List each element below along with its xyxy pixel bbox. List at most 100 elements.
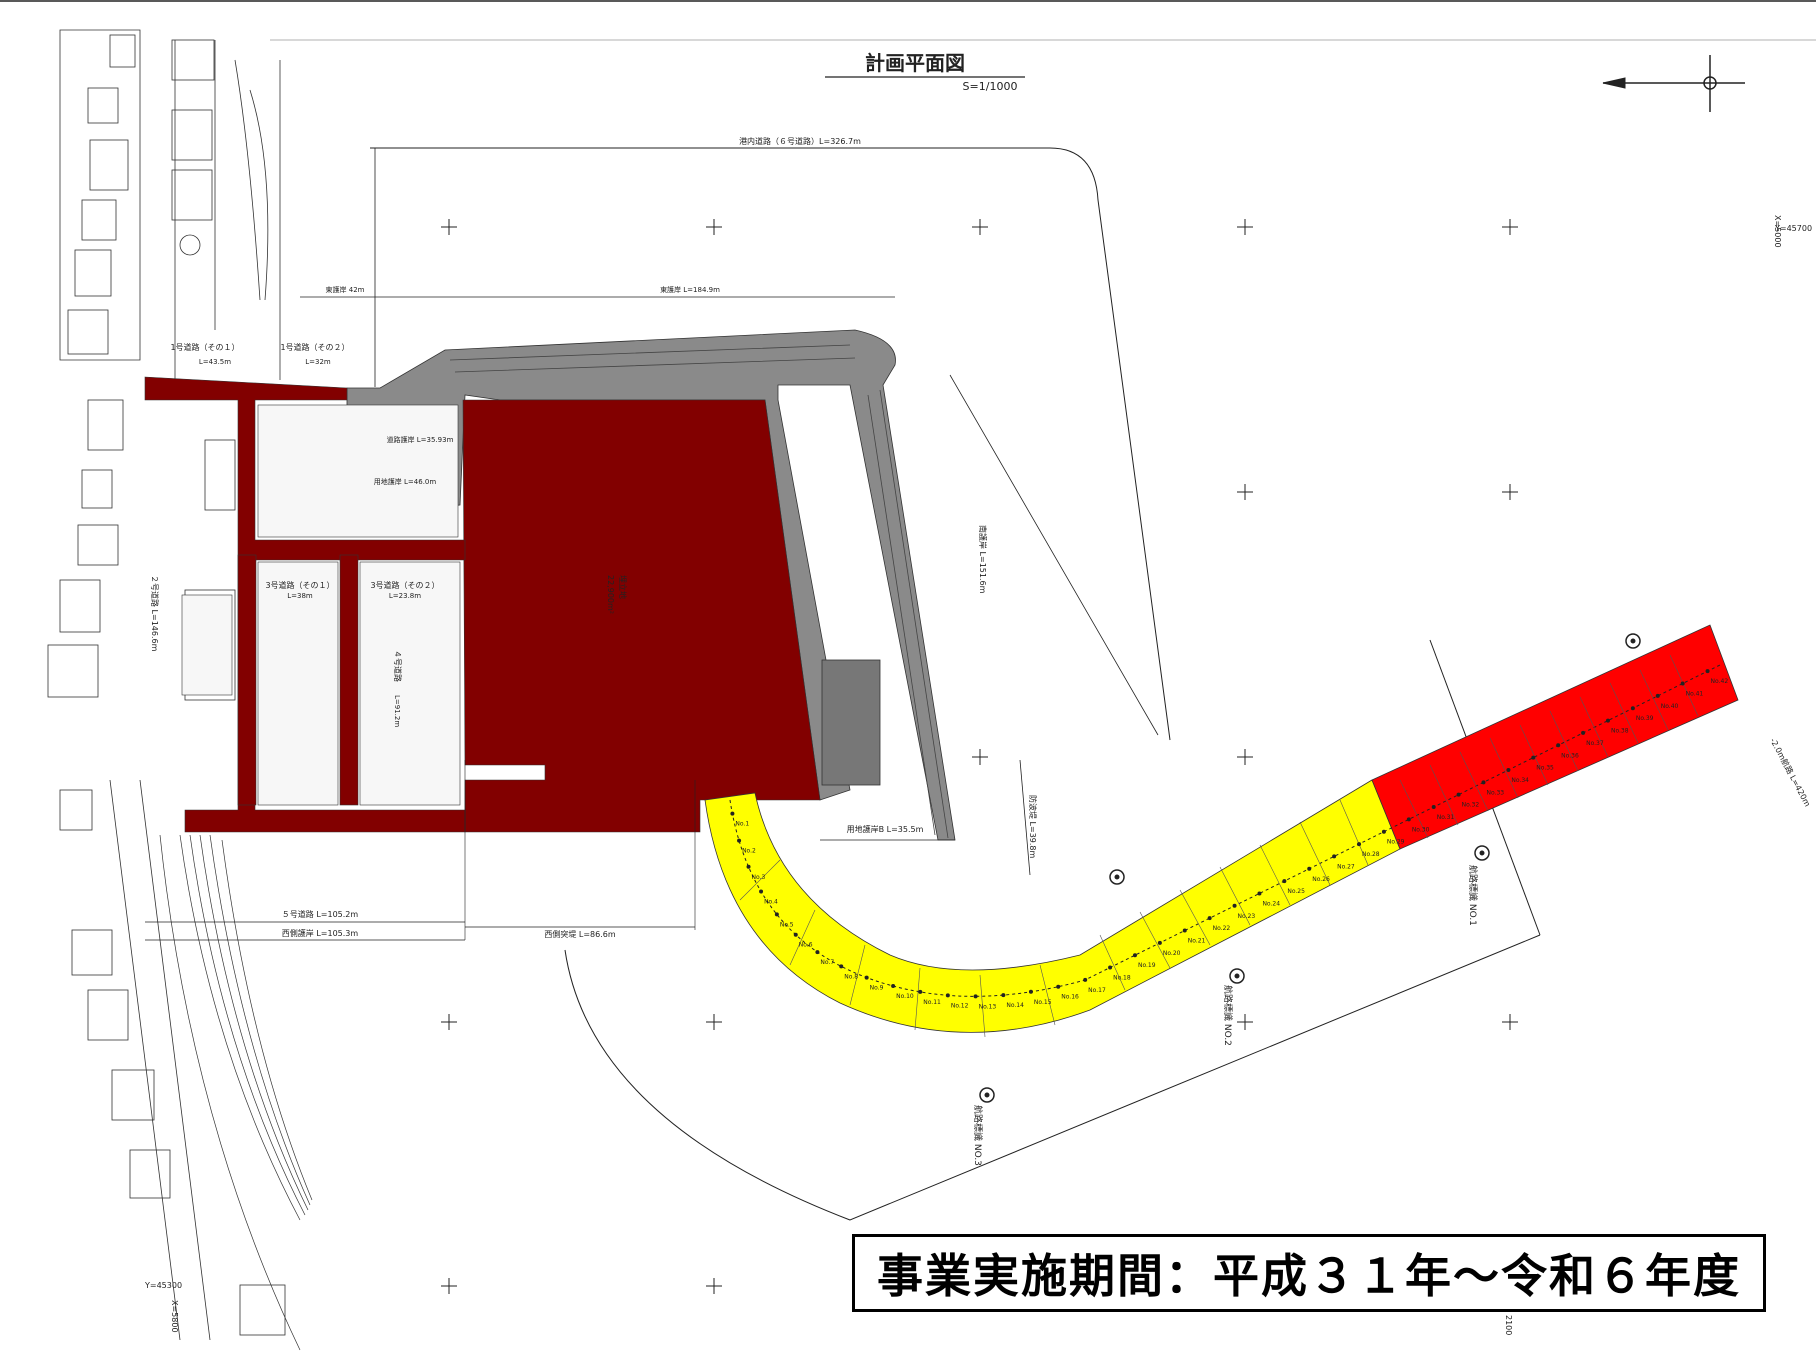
station-marker [1132, 953, 1137, 958]
dim-land-seawall-46: 用地護岸 L=46.0m [374, 477, 437, 486]
station-label: No.40 [1661, 703, 1679, 710]
station-label: No.20 [1163, 950, 1181, 957]
station-label: No.2 [742, 848, 756, 855]
channel-stations: No.1No.2No.3No.4No.5No.6No.7No.8No.9No.1… [730, 669, 1729, 1010]
reclaimed-label: 埋立地 [618, 575, 628, 599]
dim-east-seawall: 東護岸 L=184.9m [660, 285, 720, 294]
dim-road1-a: 1号道路（その１） [170, 342, 239, 352]
station-label: No.3 [752, 874, 766, 881]
dim-road3b: 3号道路（その２） [370, 580, 439, 590]
station-label: No.6 [799, 942, 813, 949]
station-marker [1406, 817, 1411, 822]
buoy-label-3: 航路標識 NO.3 [972, 1105, 984, 1166]
station-marker [774, 912, 779, 917]
channel-yellow [704, 779, 1401, 1033]
dim-road1-a-len: L=43.5m [199, 358, 231, 366]
station-label: No.14 [1006, 1002, 1024, 1009]
station-label: No.19 [1138, 962, 1156, 969]
dim-west-seawall: 西側護岸 L=105.3m [282, 928, 359, 938]
station-marker [1481, 780, 1486, 785]
station-marker [746, 864, 751, 869]
buoy-label-1: 航路標識 NO.1 [1467, 865, 1479, 926]
north-arrow-icon [1602, 55, 1745, 112]
station-marker [1332, 854, 1337, 859]
station-label: No.27 [1337, 863, 1355, 870]
station-label: No.38 [1611, 728, 1629, 735]
station-label: No.35 [1536, 765, 1554, 772]
dim-harbor-road: 港内道路（６号道路）L=326.7m [739, 136, 861, 146]
station-label: No.21 [1188, 938, 1206, 945]
station-marker [737, 838, 742, 843]
west-seawall-curves [159, 834, 313, 1351]
station-label: No.39 [1636, 715, 1654, 722]
station-marker [1307, 866, 1312, 871]
station-marker [1655, 693, 1660, 698]
station-marker [1381, 829, 1386, 834]
station-label: No.31 [1437, 814, 1455, 821]
station-marker [1357, 842, 1362, 847]
dim-road5: ５号道路 L=105.2m [282, 909, 359, 919]
station-label: No.26 [1312, 876, 1330, 883]
station-marker [839, 964, 844, 969]
coord-x-bottom: X=5800 [170, 1300, 179, 1333]
station-label: No.42 [1711, 678, 1729, 685]
station-label: No.16 [1061, 994, 1079, 1001]
coord-y-top: Y=45700 [1774, 224, 1812, 233]
dim-road-seawall: 道路護岸 L=35.93m [387, 435, 454, 444]
station-label: No.24 [1262, 900, 1280, 907]
dim-road3: 3号道路（その１） [265, 580, 334, 590]
dim-road4: ４号道路 [393, 650, 403, 682]
station-marker [973, 994, 978, 999]
station-label: No.29 [1387, 839, 1405, 846]
dim-road3-len: L=38m [287, 592, 313, 600]
station-label: No.10 [896, 993, 914, 1000]
station-marker [1531, 755, 1536, 760]
dim-west-jetty: 西側突堤 L=86.6m [544, 929, 616, 939]
grid-crosses [441, 219, 1518, 1294]
plan-title: 計画平面図 [865, 51, 965, 75]
station-marker [1630, 706, 1635, 711]
station-label: No.1 [735, 821, 749, 828]
coord-x-top: X=5000 [1773, 215, 1782, 248]
station-marker [1431, 805, 1436, 810]
station-marker [1056, 984, 1061, 989]
station-label: No.23 [1238, 913, 1256, 920]
station-marker [918, 989, 923, 994]
station-label: No.33 [1487, 789, 1505, 796]
reclaimed-area-label: 22,900m² [606, 575, 615, 614]
station-label: No.41 [1686, 691, 1704, 698]
dim-land-seawall-b: 用地護岸B L=35.5m [847, 824, 924, 834]
dim-channel: -2.0m航路 L=420m [1768, 736, 1813, 808]
station-marker [1001, 993, 1006, 998]
station-marker [891, 984, 896, 989]
coord-y-bottom: Y=45300 [144, 1281, 182, 1290]
buildings-left [47, 29, 329, 1341]
station-marker [945, 993, 950, 998]
dim-road1-b: 1号道路（その２） [280, 342, 349, 352]
station-label: No.36 [1561, 752, 1579, 759]
station-label: No.37 [1586, 740, 1604, 747]
station-marker [815, 950, 820, 955]
station-label: No.22 [1213, 925, 1231, 932]
station-marker [1207, 916, 1212, 921]
dim-road3b-len: L=23.8m [389, 592, 421, 600]
station-label: No.30 [1412, 826, 1430, 833]
station-label: No.8 [844, 973, 858, 980]
station-label: No.9 [870, 985, 884, 992]
dim-road2: ２号道路 L=146.6m [150, 575, 160, 652]
buoy-icon [979, 633, 1641, 1103]
station-marker [1456, 792, 1461, 797]
station-marker [1157, 940, 1162, 945]
station-label: No.32 [1462, 802, 1480, 809]
station-marker [1506, 767, 1511, 772]
station-marker [1108, 965, 1113, 970]
station-label: No.28 [1362, 851, 1380, 858]
station-marker [1705, 669, 1710, 674]
gray-seawall [346, 329, 956, 841]
station-marker [759, 889, 764, 894]
station-marker [1282, 879, 1287, 884]
dim-road4-len: L=91.2m [393, 695, 401, 727]
dim-breakwater: 防波堤 L=39.8m [1028, 795, 1038, 859]
station-marker [1680, 681, 1685, 686]
